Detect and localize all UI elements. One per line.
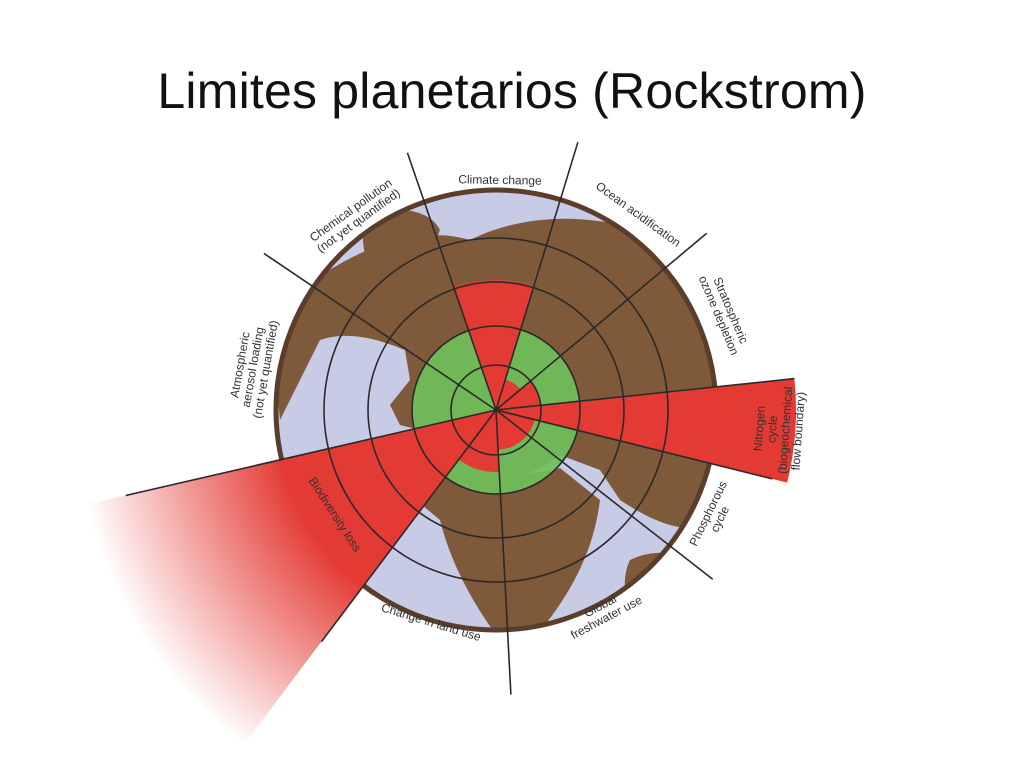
- ring-2: [411, 325, 581, 495]
- label-line: cycle: [764, 415, 780, 444]
- sector-divider: [495, 409, 773, 480]
- sector-divider: [125, 409, 497, 497]
- wedge-exceeded-climate: [453, 280, 534, 410]
- label-line: Nitrogen: [751, 405, 768, 451]
- label-line: flow boundary): [788, 391, 807, 471]
- ring-1: [450, 364, 542, 456]
- label-line: (biogeochemical: [775, 386, 795, 474]
- boundary-wedges: [86, 280, 797, 746]
- sector-divider: [263, 252, 497, 411]
- sector-divider: [495, 409, 512, 695]
- label-climate: Climate change: [458, 172, 542, 187]
- sector-divider: [406, 152, 497, 411]
- sector-divider: [320, 409, 497, 643]
- sector-divider: [495, 232, 708, 411]
- wedge-core-ozone: [496, 381, 541, 410]
- wedge-core-landuse: [458, 410, 500, 472]
- label-line: Climate change: [458, 172, 542, 187]
- continent-africa: [410, 460, 600, 630]
- wedge-exceeded-nitrogen: [496, 378, 797, 483]
- concentric-rings: [323, 237, 669, 583]
- wedge-core-phosphorus: [496, 410, 535, 435]
- sector-divider: [495, 377, 795, 411]
- ring-4: [323, 237, 669, 583]
- sector-dividers: [125, 141, 795, 695]
- wedge-core-freshwater: [496, 410, 528, 450]
- sector-divider: [495, 141, 579, 411]
- ring-3: [367, 281, 625, 539]
- slide-title: Limites planetarios (Rockstrom): [157, 63, 867, 119]
- continent-greenland: [363, 210, 440, 273]
- sector-divider: [495, 409, 714, 580]
- wedge-exceeded-biodiversity: [86, 410, 497, 746]
- wedge-core-ocean: [496, 379, 521, 410]
